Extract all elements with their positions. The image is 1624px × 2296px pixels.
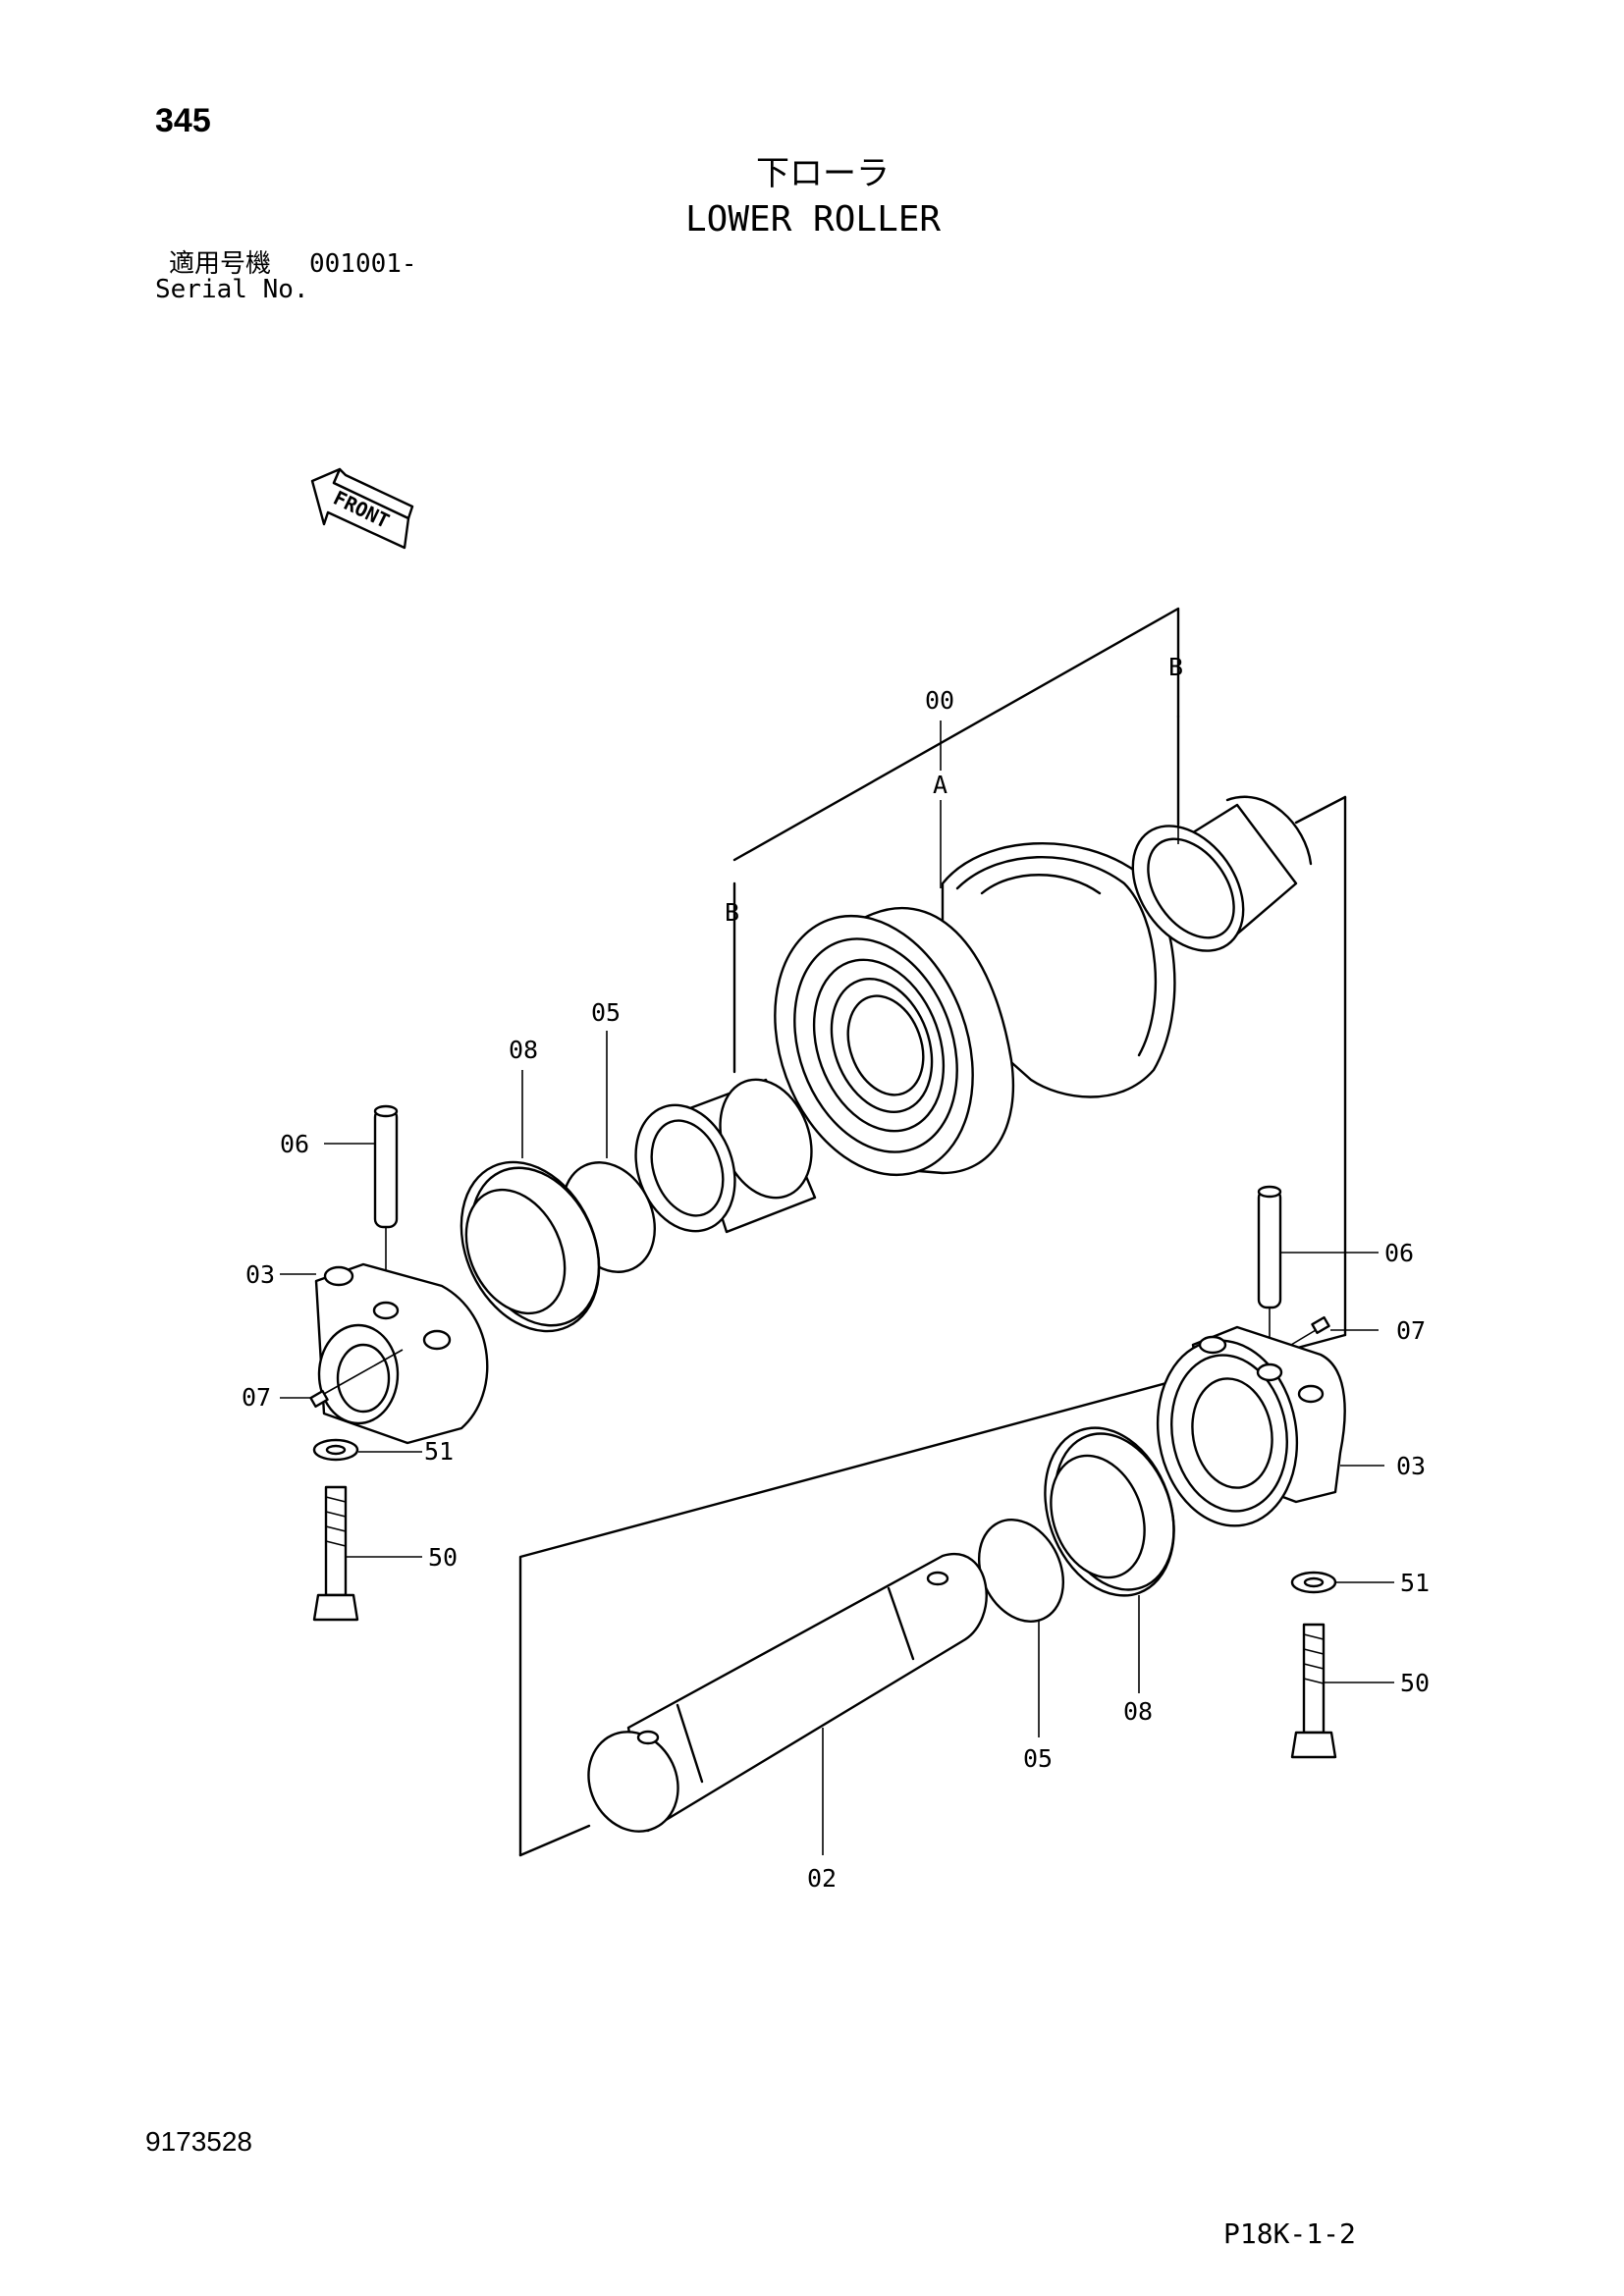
callout-06-right: 06 — [1384, 1239, 1414, 1267]
lower-assembly-frame — [518, 1333, 1347, 1857]
callout-51-right: 51 — [1400, 1569, 1430, 1597]
floating-seal-upper — [460, 1160, 601, 1333]
washer-right — [1290, 1571, 1337, 1594]
callout-51-left: 51 — [424, 1437, 454, 1466]
bolt-right — [1290, 1623, 1337, 1759]
lower-frame-bottom — [518, 1824, 591, 1857]
callout-05-top: 05 — [591, 998, 621, 1027]
serial-value: 001001- — [309, 249, 417, 279]
callout-06-left: 06 — [280, 1130, 309, 1158]
collar-right — [1156, 1325, 1346, 1527]
floating-seal-lower — [1044, 1426, 1175, 1597]
pin-left — [373, 1104, 399, 1229]
serial-label-english: Serial No. — [155, 275, 309, 304]
screw-axis-left — [323, 1349, 404, 1395]
callout-05-bottom: 05 — [1023, 1744, 1053, 1773]
upper-frame-top — [1294, 795, 1347, 825]
callout-b-left: B — [725, 898, 739, 927]
callout-07-left: 07 — [242, 1383, 271, 1412]
callout-b-top: B — [1168, 653, 1183, 681]
callout-03-left: 03 — [245, 1260, 275, 1289]
shaft — [587, 1552, 988, 1833]
callout-00: 00 — [925, 686, 954, 715]
roller-body — [774, 842, 1176, 1177]
callout-08-bottom: 08 — [1123, 1697, 1153, 1726]
bolt-left — [312, 1485, 359, 1622]
bracket-b-top — [732, 607, 1180, 862]
pin-right — [1257, 1185, 1282, 1309]
callout-03-right: 03 — [1396, 1452, 1426, 1480]
title-english: LOWER ROLLER — [685, 199, 942, 240]
serial-label-japanese: 適用号機 — [169, 249, 272, 279]
title-japanese: 下ローラ — [756, 154, 890, 193]
washer-left — [312, 1438, 359, 1462]
callout-a: A — [933, 771, 947, 799]
callout-07-right: 07 — [1396, 1316, 1426, 1345]
bushing-right — [1131, 795, 1313, 952]
drawing-number: 9173528 — [145, 2126, 253, 2157]
page-code: P18K-1-2 — [1223, 2217, 1356, 2250]
set-screw-right — [1311, 1315, 1330, 1335]
page-number: 345 — [155, 102, 211, 139]
washer-left-hole — [325, 1444, 347, 1456]
collar-left — [314, 1262, 489, 1445]
front-arrow-icon: FRONT — [310, 467, 414, 550]
set-screw-left — [309, 1389, 329, 1409]
bushing-left — [634, 1078, 817, 1234]
callout-50-right: 50 — [1400, 1669, 1430, 1697]
callout-02: 02 — [807, 1864, 837, 1893]
callout-08-top: 08 — [509, 1036, 538, 1064]
washer-right-hole — [1303, 1576, 1325, 1588]
callout-50-left: 50 — [428, 1543, 458, 1572]
